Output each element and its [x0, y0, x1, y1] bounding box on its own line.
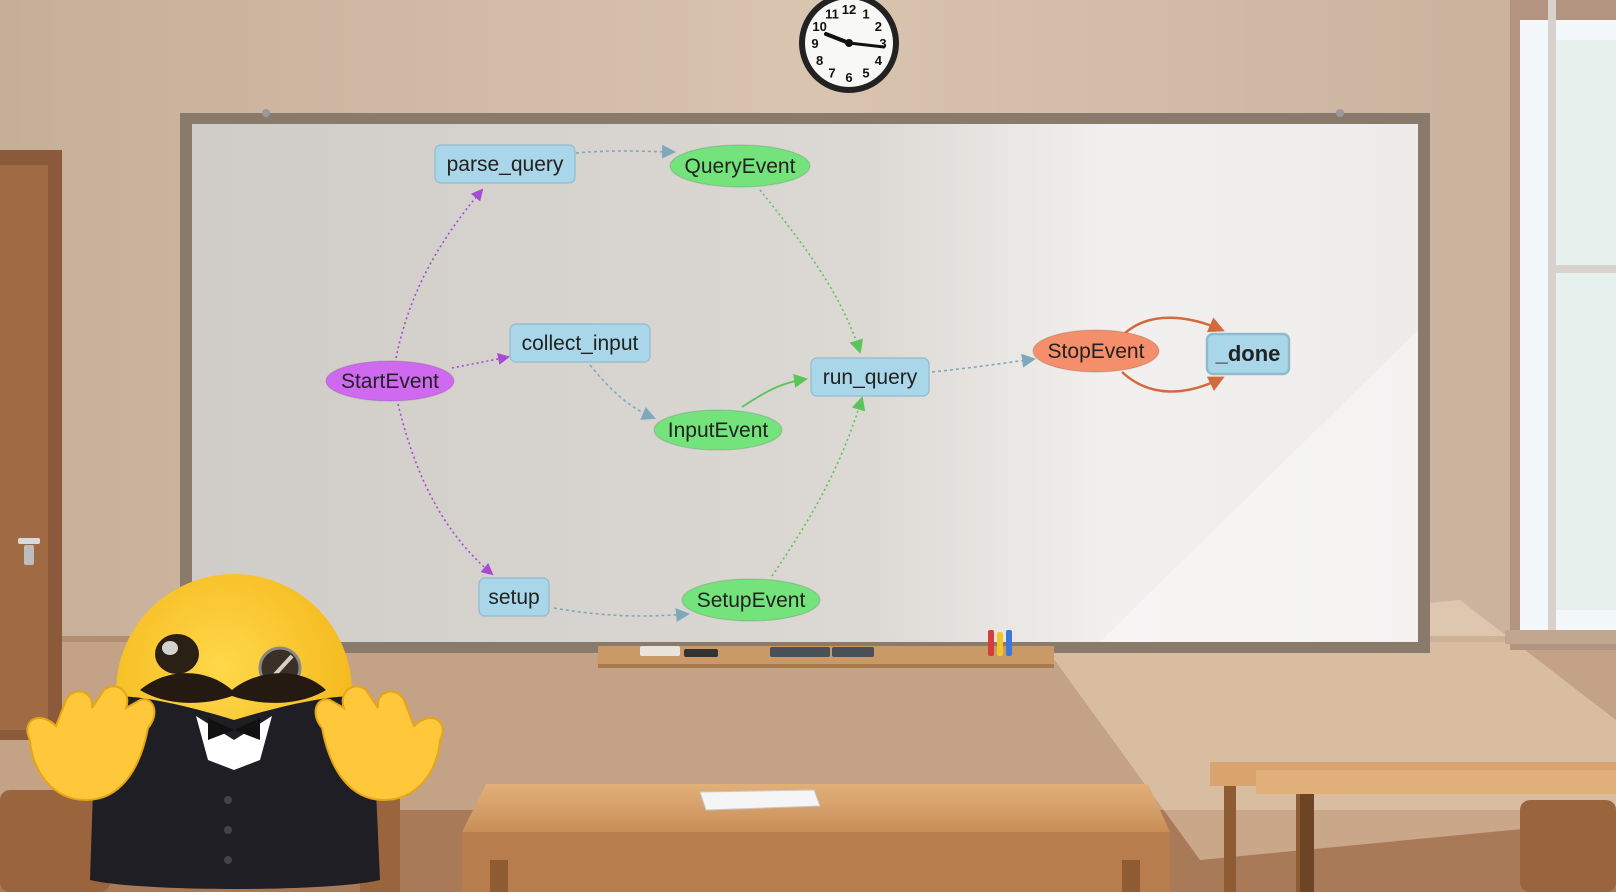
- node-shape: [509, 323, 651, 363]
- node-setup-event[interactable]: SetupEvent: [681, 578, 821, 622]
- node-parse-query[interactable]: parse_query: [434, 144, 576, 184]
- node-shape: [810, 357, 930, 397]
- clock-numeral: 10: [812, 19, 826, 34]
- clock-numeral: 8: [816, 53, 823, 68]
- eraser-gray[interactable]: [770, 647, 830, 657]
- clock-numeral: 6: [845, 70, 852, 85]
- mascot-character: [26, 574, 444, 889]
- node-query-event[interactable]: QueryEvent: [669, 144, 811, 188]
- clock-numeral: 3: [879, 36, 886, 51]
- node-label: QueryEvent: [685, 155, 796, 178]
- node-input-event[interactable]: InputEvent: [653, 409, 783, 451]
- mascot-left-eye: [155, 634, 199, 674]
- chair: [0, 790, 110, 892]
- node-setup[interactable]: setup: [478, 577, 550, 617]
- clock-numeral: 7: [828, 65, 835, 80]
- mascot-left-hand: [26, 685, 156, 802]
- edge-collect_input-to-input_event: [589, 364, 656, 420]
- mascot-right-hand: [314, 685, 444, 802]
- eraser[interactable]: [640, 646, 680, 656]
- edge-query_event-to-run_query: [759, 189, 863, 354]
- clock-numeral: 2: [875, 19, 882, 34]
- edge-start-to-parse_query: [395, 188, 484, 359]
- mascot-suit: [90, 696, 380, 889]
- node-label: StartEvent: [341, 370, 439, 393]
- teacher-desk: [462, 784, 1170, 892]
- node-shape: [1032, 329, 1160, 373]
- node-shape: [478, 577, 550, 617]
- node-shape: [669, 144, 811, 188]
- node-label: run_query: [823, 366, 918, 389]
- eraser-gray-2[interactable]: [832, 647, 874, 657]
- student-desks: [1210, 762, 1616, 892]
- marker-black[interactable]: [684, 649, 718, 657]
- sunlight-patch: [1040, 600, 1616, 860]
- node-label: collect_input: [522, 332, 639, 355]
- clock-numeral: 5: [862, 65, 869, 80]
- node-shape: [653, 409, 783, 451]
- node-label: SetupEvent: [697, 589, 806, 612]
- node-shape: [434, 144, 576, 184]
- mascot-mustache: [140, 673, 326, 703]
- clock-minute-hand: [847, 41, 886, 49]
- node-label: parse_query: [447, 153, 564, 176]
- node-label: _done: [1215, 341, 1281, 366]
- node-shape: [681, 578, 821, 622]
- node-shape: [325, 360, 455, 402]
- node-run-query[interactable]: run_query: [810, 357, 930, 397]
- node-start[interactable]: StartEvent: [325, 360, 455, 402]
- node-stop-event[interactable]: StopEvent: [1032, 329, 1160, 373]
- diagram-edges: [395, 144, 1225, 622]
- node-label: setup: [488, 586, 539, 609]
- marker-red[interactable]: [988, 630, 994, 656]
- door[interactable]: [0, 150, 62, 740]
- node-label: InputEvent: [668, 419, 769, 442]
- node-collect-input[interactable]: collect_input: [509, 323, 651, 363]
- edge-input_event-to-run_query: [741, 373, 808, 408]
- clock-numeral: 11: [825, 7, 839, 22]
- clock-numeral: 9: [811, 36, 818, 51]
- marker-yellow[interactable]: [997, 632, 1003, 656]
- book[interactable]: [699, 789, 821, 811]
- node-label: StopEvent: [1048, 340, 1145, 363]
- marker-blue[interactable]: [1006, 630, 1012, 656]
- window: [1505, 0, 1616, 650]
- edge-run_query-to-stop_event: [931, 353, 1036, 373]
- edge-stop_event-to-done: [1123, 316, 1225, 335]
- node-done[interactable]: _done: [1205, 332, 1291, 376]
- bow-tie: [208, 718, 260, 740]
- clock-numeral: 1: [862, 7, 869, 22]
- edge-parse_query-to-query_event: [575, 144, 676, 159]
- node-shape: [1205, 332, 1291, 376]
- clock-numeral: 4: [875, 53, 883, 68]
- edge-setup-to-setup_event: [553, 607, 690, 622]
- clock-hour-hand: [824, 32, 851, 45]
- door-handle[interactable]: [18, 538, 40, 544]
- edge-stop_event-to-done: [1121, 371, 1225, 393]
- clock-numeral: 12: [842, 2, 856, 17]
